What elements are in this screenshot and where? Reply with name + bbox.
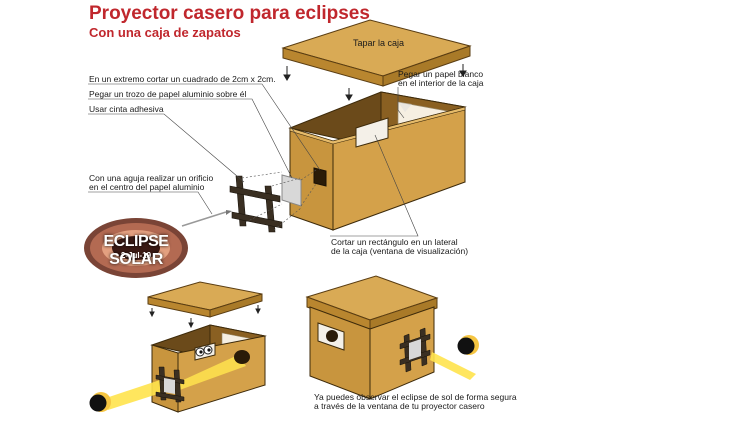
badge-title: ECLIPSE SOLAR bbox=[103, 233, 169, 268]
label-observe-2: a través de la ventana de tu proyector c… bbox=[314, 401, 485, 411]
needle bbox=[181, 210, 232, 227]
eclipse-sun-left bbox=[89, 392, 111, 412]
square-hole bbox=[313, 167, 327, 187]
viewing-window bbox=[355, 117, 389, 148]
label-window-2: de la caja (ventana de visualización) bbox=[331, 246, 469, 256]
lid-small bbox=[147, 281, 263, 318]
label-white-paper-1: Pegar un papel blanco bbox=[398, 69, 484, 79]
badge-date: 2-Jul-19 bbox=[120, 251, 152, 260]
foil-square bbox=[281, 174, 302, 207]
eclipse-sun-right bbox=[457, 335, 479, 355]
label-tape: Usar cinta adhesiva bbox=[89, 104, 164, 114]
label-window-1: Cortar un rectángulo en un lateral bbox=[331, 237, 458, 247]
label-white-paper-2: en el interior de la caja bbox=[398, 78, 484, 88]
lid-small-arrows bbox=[149, 305, 261, 329]
guide-lines bbox=[241, 169, 317, 231]
lid-main bbox=[281, 19, 472, 87]
label-lid: Tapar la caja bbox=[353, 38, 405, 48]
leader-lines bbox=[88, 83, 419, 237]
box-main bbox=[288, 91, 467, 231]
label-needle-1: Con una aguja realizar un orificio bbox=[89, 173, 214, 183]
box-closed bbox=[305, 275, 476, 400]
lid-arrows bbox=[283, 64, 467, 101]
label-needle-2: en el centro del papel aluminio bbox=[89, 182, 205, 192]
eclipse-badge bbox=[84, 218, 188, 278]
sun-beam bbox=[100, 378, 170, 410]
page-title: Proyector casero para eclipses bbox=[89, 3, 370, 24]
tape-frame bbox=[229, 175, 283, 233]
label-foil: Pegar un trozo de papel aluminio sobre é… bbox=[89, 89, 247, 99]
label-cut-square: En un extremo cortar un cuadrado de 2cm … bbox=[89, 74, 276, 84]
label-observe-1: Ya puedes observar el eclipse de sol de … bbox=[314, 392, 517, 402]
box-open bbox=[100, 324, 267, 413]
page-subtitle: Con una caja de zapatos bbox=[89, 25, 241, 40]
